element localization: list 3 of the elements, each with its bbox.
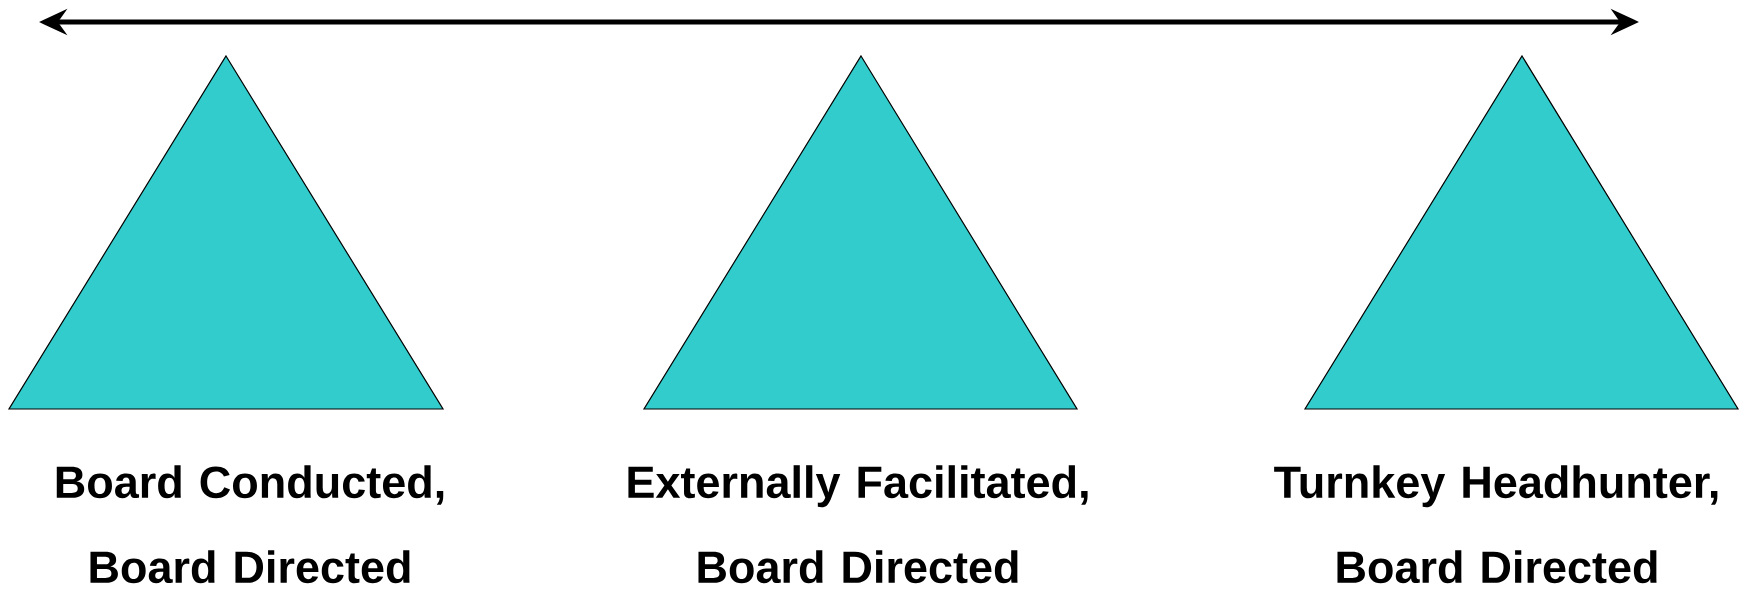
caption-text: Board Conducted, Board Directed (56, 465, 444, 584)
caption-text: Externally Facilitated, Board Directed (628, 465, 1088, 584)
caption-text: Turnkey Headhunter, Board Directed (1274, 465, 1718, 584)
